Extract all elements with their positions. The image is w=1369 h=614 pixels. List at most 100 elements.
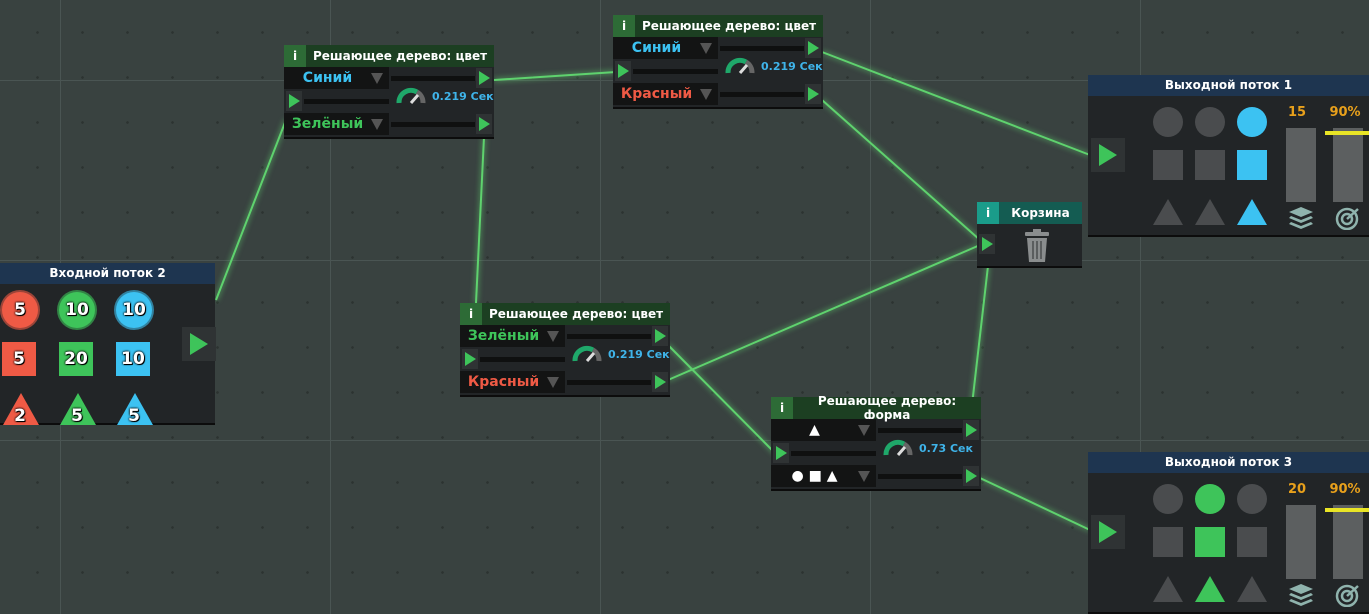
processing-time: 0.219 Сек bbox=[761, 59, 823, 73]
triangle-slot-green bbox=[1195, 199, 1225, 225]
input-item-square-red: 5 bbox=[2, 342, 36, 376]
count-bar bbox=[1286, 128, 1316, 202]
top-output-port[interactable] bbox=[652, 326, 668, 346]
input-stream-node[interactable]: Входной поток 2 5 10 10 5 20 10 2 5 5 bbox=[0, 263, 216, 426]
triangle-slot-red bbox=[1153, 199, 1183, 225]
top-option-dropdown[interactable]: Синий bbox=[613, 37, 718, 59]
bottom-output-port[interactable] bbox=[963, 466, 979, 486]
item-count: 5 bbox=[128, 406, 140, 426]
info-button[interactable]: i bbox=[771, 397, 793, 419]
gauge-icon bbox=[725, 57, 755, 74]
info-button[interactable]: i bbox=[460, 303, 482, 325]
count-bar bbox=[1286, 505, 1316, 579]
triangle-slot-blue bbox=[1237, 576, 1267, 602]
info-button[interactable]: i bbox=[613, 15, 635, 37]
square-slot-blue bbox=[1237, 150, 1267, 180]
wire-tree2-to-trash bbox=[821, 99, 981, 241]
output-stream-node[interactable]: Выходной поток 1 15 90% bbox=[1088, 75, 1369, 235]
layers-icon bbox=[1289, 207, 1313, 229]
output-stream-input-port[interactable] bbox=[1091, 138, 1125, 172]
wire-input-to-tree1 bbox=[215, 119, 287, 301]
wire-tree4-to-output3 bbox=[979, 477, 1091, 531]
bottom-option-value: Красный bbox=[467, 374, 540, 390]
bottom-option-value: Зелёный bbox=[291, 116, 364, 132]
wire-tree4-to-trash bbox=[971, 265, 989, 406]
item-count: 2 bbox=[14, 406, 26, 426]
top-option-value: Синий bbox=[631, 40, 682, 56]
top-option-dropdown[interactable]: Зелёный bbox=[460, 325, 565, 347]
tree-input-port[interactable] bbox=[615, 61, 631, 81]
trash-title: Корзина bbox=[1011, 206, 1070, 220]
top-output-port[interactable] bbox=[476, 68, 492, 88]
square-slot-red bbox=[1153, 527, 1183, 557]
wire-tree3-to-trash bbox=[667, 244, 981, 381]
tree-input-port[interactable] bbox=[462, 349, 478, 369]
chevron-down-icon bbox=[700, 42, 712, 54]
wire-tree1-to-tree3 bbox=[475, 136, 485, 304]
triangle-slot-red bbox=[1153, 576, 1183, 602]
top-output-port[interactable] bbox=[963, 420, 979, 440]
chevron-down-icon bbox=[371, 118, 383, 130]
item-count: 10 bbox=[121, 349, 145, 369]
chevron-down-icon bbox=[371, 72, 383, 84]
chevron-down-icon bbox=[858, 470, 870, 482]
wire-tree1-to-tree2 bbox=[493, 71, 617, 81]
bottom-option-dropdown[interactable]: Красный bbox=[460, 371, 565, 393]
chevron-down-icon bbox=[547, 376, 559, 388]
accuracy-bar bbox=[1333, 505, 1363, 579]
gauge-icon bbox=[883, 439, 913, 456]
info-button[interactable]: i bbox=[284, 45, 306, 67]
circle-slot-green bbox=[1195, 107, 1225, 137]
output-stream-input-port[interactable] bbox=[1091, 515, 1125, 549]
top-output-port[interactable] bbox=[805, 38, 821, 58]
gauge-icon bbox=[396, 87, 426, 104]
item-count: 5 bbox=[13, 349, 25, 369]
wire-tree3-to-tree4 bbox=[667, 344, 776, 454]
target-icon bbox=[1335, 584, 1359, 607]
square-slot-blue bbox=[1237, 527, 1267, 557]
info-button[interactable]: i bbox=[977, 202, 999, 224]
bottom-option-dropdown[interactable]: Красный bbox=[613, 83, 718, 105]
item-count: 5 bbox=[71, 406, 83, 426]
accuracy-value: 90% bbox=[1329, 105, 1361, 120]
top-option-dropdown[interactable]: Синий bbox=[284, 67, 389, 89]
chevron-down-icon bbox=[700, 88, 712, 100]
gauge-icon bbox=[572, 345, 602, 362]
output-stream-title: Выходной поток 1 bbox=[1088, 75, 1369, 96]
bottom-output-port[interactable] bbox=[476, 114, 492, 134]
input-item-circle-red: 5 bbox=[2, 292, 38, 328]
accuracy-threshold-marker bbox=[1325, 508, 1369, 513]
item-count: 10 bbox=[122, 300, 146, 320]
triangle-slot-green bbox=[1195, 576, 1225, 602]
bottom-output-port[interactable] bbox=[805, 84, 821, 104]
input-stream-title: Входной поток 2 bbox=[0, 263, 215, 284]
input-item-square-green: 20 bbox=[59, 342, 93, 376]
top-option-value: Синий bbox=[302, 70, 353, 86]
bottom-output-port[interactable] bbox=[652, 372, 668, 392]
bottom-option-dropdown[interactable]: Зелёный bbox=[284, 113, 389, 135]
item-count: 10 bbox=[65, 300, 89, 320]
circle-slot-blue bbox=[1237, 484, 1267, 514]
trash-node[interactable]: i Корзина bbox=[977, 202, 1082, 266]
item-count: 20 bbox=[1287, 482, 1307, 497]
input-item-square-blue: 10 bbox=[116, 342, 150, 376]
input-item-circle-blue: 10 bbox=[116, 292, 152, 328]
bottom-option-dropdown[interactable]: ● ■ ▲ bbox=[771, 465, 876, 487]
tree-input-port[interactable] bbox=[286, 91, 302, 111]
top-option-dropdown[interactable]: ▲ bbox=[771, 419, 876, 441]
input-stream-output-port[interactable] bbox=[182, 327, 216, 361]
output-stream-node[interactable]: Выходной поток 3 20 90% bbox=[1088, 452, 1369, 612]
top-option-value: Зелёный bbox=[467, 328, 540, 344]
item-count: 15 bbox=[1287, 105, 1307, 120]
accuracy-threshold-marker bbox=[1325, 131, 1369, 136]
tree-input-port[interactable] bbox=[773, 443, 789, 463]
trash-input-port[interactable] bbox=[979, 234, 995, 254]
square-slot-green bbox=[1195, 150, 1225, 180]
accuracy-value: 90% bbox=[1329, 482, 1361, 497]
chevron-down-icon bbox=[858, 424, 870, 436]
